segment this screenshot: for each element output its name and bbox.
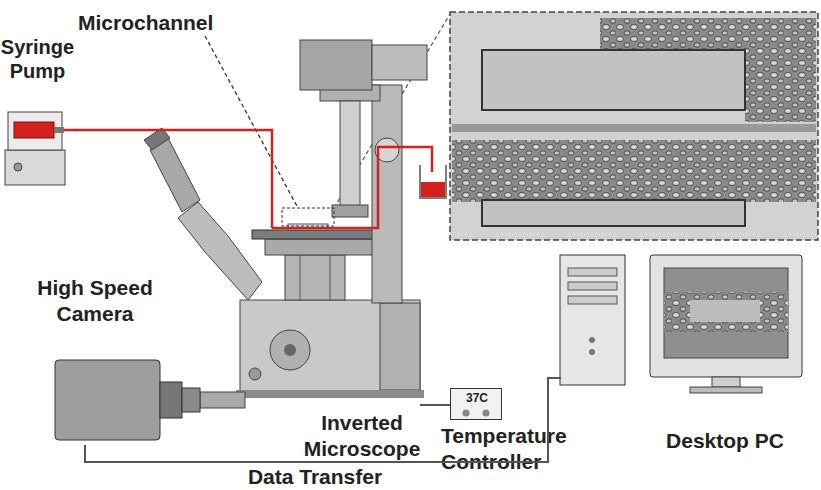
device-node: Desktop PC — [555, 250, 805, 455]
fluid-tubing — [75, 130, 272, 228]
tube — [272, 147, 432, 228]
objective — [330, 255, 331, 300]
lamp-house — [300, 40, 372, 90]
camera-lens — [182, 388, 200, 412]
beaker — [420, 165, 446, 198]
monitor — [650, 255, 802, 377]
cell-flow — [452, 140, 816, 202]
camera-adapter — [200, 392, 245, 408]
focus-dial — [284, 344, 296, 356]
controller-button — [483, 410, 490, 417]
device-label: High Speed Camera — [30, 275, 160, 326]
drive-bay — [568, 296, 617, 304]
connector-label: Data Transfer — [240, 464, 390, 490]
inset-frame — [450, 12, 818, 240]
device-label: Syringe Pump — [0, 35, 75, 84]
waste-liquid — [421, 182, 445, 197]
microscope-foot — [236, 390, 424, 398]
eyepiece-cap — [144, 128, 170, 150]
focus-dial — [270, 330, 310, 370]
tube — [64, 129, 76, 132]
stage — [252, 230, 387, 239]
power-button — [589, 337, 595, 343]
controller-box: 37CTemperature Controller — [450, 388, 502, 420]
device-label: Desktop PC — [655, 428, 795, 454]
screen — [664, 268, 788, 358]
cable — [430, 404, 450, 406]
nosepiece — [285, 255, 345, 300]
channel-image — [452, 132, 816, 238]
screen-image — [664, 292, 788, 332]
leader-line — [205, 36, 298, 208]
cell-flow — [745, 18, 816, 122]
condenser — [340, 101, 360, 209]
screen-image — [690, 300, 760, 322]
pump-holder — [8, 112, 62, 150]
lamp-box — [372, 45, 427, 80]
monitor-stand — [712, 377, 740, 387]
device-node: Inverted Microscope — [240, 228, 430, 463]
microscope-side — [380, 303, 420, 390]
display-reading: 37C — [451, 391, 503, 406]
microscope-column — [372, 85, 402, 303]
channel-image — [452, 14, 816, 124]
eyepiece-arm — [178, 202, 262, 300]
device-label: Inverted Microscope — [287, 410, 437, 461]
objective — [300, 255, 301, 300]
drive-bay — [568, 282, 617, 290]
camera-lens — [160, 382, 182, 418]
eyepiece-tube — [150, 138, 200, 212]
stage-holder — [265, 239, 375, 255]
pc-tower — [560, 255, 625, 385]
device-node: Syringe Pump — [0, 35, 75, 185]
channel-wall — [482, 50, 745, 110]
image-divider — [452, 124, 816, 132]
controller-button — [463, 410, 470, 417]
controller-body — [450, 388, 502, 420]
switch — [249, 368, 261, 380]
wire — [420, 404, 431, 406]
focus-box — [282, 208, 334, 226]
monitor-base — [690, 387, 762, 393]
condenser-lens — [332, 205, 368, 217]
microscope-base — [240, 300, 420, 392]
wire — [554, 377, 561, 379]
cable — [85, 378, 555, 462]
pump-base — [5, 150, 65, 185]
pump-knob — [14, 163, 22, 171]
device-node: High Speed Camera — [30, 275, 205, 445]
part-label: Microchannel — [78, 10, 238, 36]
power-button — [589, 349, 595, 355]
device-label: Temperature Controller — [441, 423, 611, 474]
syringe-tip — [54, 127, 64, 133]
camera-body — [55, 360, 160, 440]
drive-bay — [568, 268, 617, 276]
channel-wall — [482, 200, 745, 226]
syringe-barrel — [14, 122, 54, 138]
